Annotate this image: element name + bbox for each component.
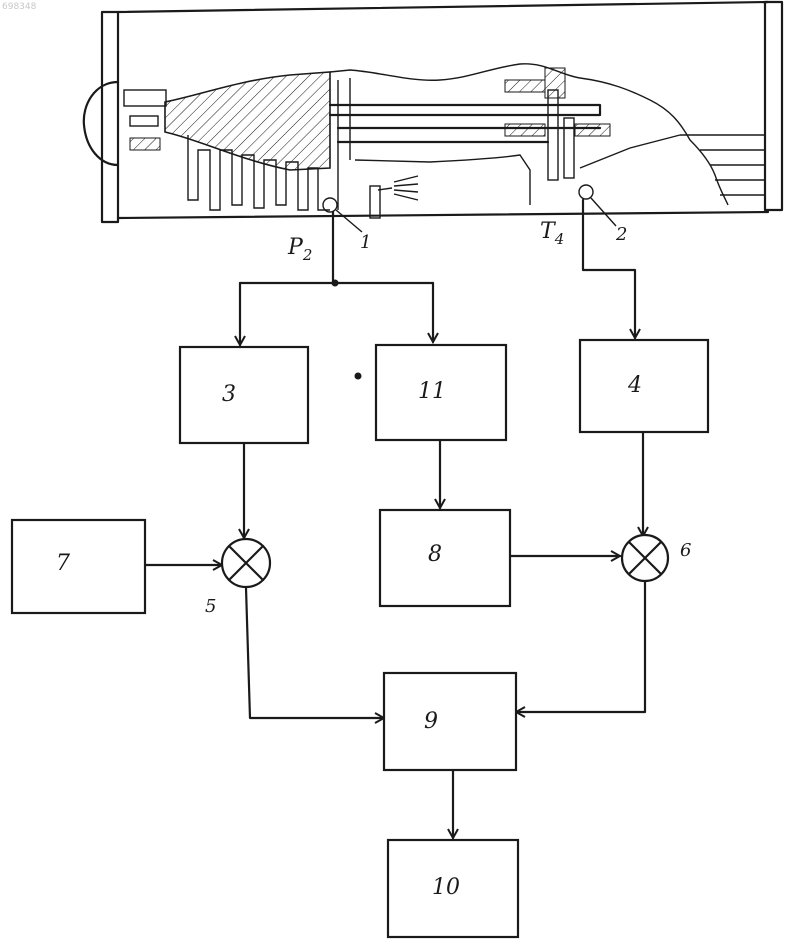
rear-flange — [765, 2, 782, 210]
turbine-disk-1 — [548, 90, 558, 180]
arrow-5-to-9 — [246, 588, 384, 718]
block-8: 8 — [380, 510, 510, 606]
turbine-hatch-left — [505, 124, 545, 136]
block-4: 4 — [580, 340, 708, 432]
block-4-label: 4 — [627, 373, 642, 398]
sensor-1-label: 1 — [360, 232, 371, 253]
sensor-1-leader — [336, 210, 362, 232]
inlet-guide-top — [124, 90, 166, 106]
block-3-frame — [180, 347, 308, 443]
arrow-6-to-9 — [516, 580, 645, 712]
block-8-frame — [380, 510, 510, 606]
block-3-label: 3 — [222, 382, 236, 407]
front-flange — [102, 12, 118, 222]
block-9-frame — [384, 673, 516, 770]
block-3: 3 — [180, 347, 308, 443]
combustion-chamber — [355, 155, 530, 205]
summator-5-label: 5 — [205, 596, 216, 617]
block-7: 7 — [12, 520, 145, 613]
temperature-label: T4 — [540, 219, 564, 248]
block-10-label: 10 — [432, 875, 460, 900]
turbine-hatch-top — [545, 68, 565, 98]
turbine-hatch-upper — [505, 80, 545, 92]
block-11-label: 11 — [418, 379, 446, 404]
fuel-spray — [394, 176, 418, 200]
arrow-to-block-4 — [583, 200, 635, 338]
casing-bottom-line — [118, 212, 768, 218]
sensor-2-temperature — [579, 185, 593, 199]
nose-cone — [84, 82, 118, 165]
turbine-hatch-right — [575, 124, 610, 136]
casing-top-line — [118, 2, 768, 12]
block-8-label: 8 — [428, 542, 442, 567]
stray-dot — [355, 373, 362, 380]
exhaust-inner-cone — [580, 135, 680, 168]
block-4-frame — [580, 340, 708, 432]
block-10: 10 — [388, 840, 518, 937]
summator-5: 5 — [205, 539, 270, 617]
block-7-frame — [12, 520, 145, 613]
inlet-guide-mid — [130, 116, 158, 126]
block-11: 11 — [376, 345, 506, 440]
summator-6: 6 — [622, 535, 691, 581]
engine-cross-section: 1 P2 2 T4 — [84, 2, 782, 264]
block-9-label: 9 — [424, 709, 438, 734]
block-7-label: 7 — [56, 551, 70, 576]
pressure-label: P2 — [287, 235, 312, 264]
main-shaft — [330, 105, 600, 115]
fuel-injector — [370, 186, 380, 218]
sensor-2-leader — [591, 198, 616, 226]
summator-6-label: 6 — [680, 540, 691, 561]
watermark: 698348 — [2, 2, 37, 12]
inlet-hatch-block — [130, 138, 160, 150]
exhaust-nozzle-lines — [680, 135, 765, 195]
block-9: 9 — [384, 673, 516, 770]
sensor-2-label: 2 — [615, 224, 627, 245]
